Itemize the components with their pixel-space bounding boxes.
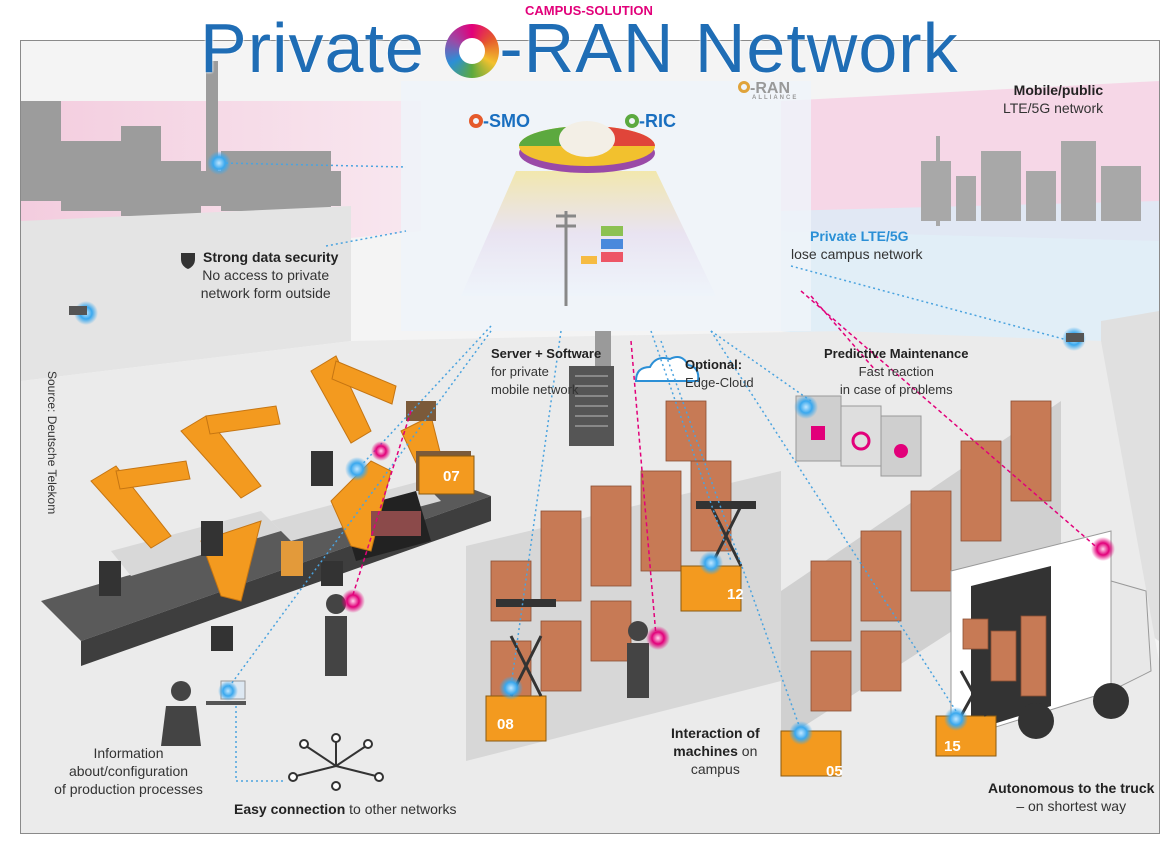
oran-alliance-logo: -RAN ALLIANCE	[738, 80, 798, 101]
mobile-public-label: Mobile/public LTE/5G network	[1003, 82, 1104, 116]
easy-connection-label: Easy connection to other networks	[234, 801, 457, 817]
server-software-label: Server + Software for private mobile net…	[491, 346, 602, 397]
robot-number-labels: 08 12 05 15 07	[443, 468, 961, 780]
source-credit: Source: Deutsche Telekom	[45, 371, 59, 515]
o-smo-label: -SMO	[469, 111, 530, 132]
robot-number-12: 12	[727, 586, 744, 603]
brain-icon	[559, 121, 615, 157]
security-label: Strong data security No access to privat…	[200, 249, 339, 301]
cloud-icon	[634, 356, 700, 382]
scene-illustration: 08 12 05 15 07	[21, 41, 1159, 833]
predictive-maintenance-label: Predictive Maintenance Fast reaction in …	[824, 346, 969, 397]
city-silhouette	[921, 136, 1141, 226]
diagram-frame: 08 12 05 15 07 Mobile/public LTE/5G netw…	[20, 40, 1160, 834]
oran-logo-icon	[469, 114, 483, 128]
oran-logo-icon	[625, 114, 639, 128]
tower-pole	[595, 331, 611, 371]
shield-icon	[181, 253, 195, 269]
left-wall	[21, 206, 351, 381]
production-line	[41, 355, 491, 666]
worker-figures	[161, 594, 649, 746]
edge-cloud-label: Optional: Edge-Cloud	[685, 357, 754, 390]
factory-silhouette	[21, 61, 341, 221]
network-fanout-icon	[288, 733, 384, 791]
coverage-cone	[461, 171, 716, 296]
private-lte-label: Private LTE/5G lose campus network	[791, 228, 923, 262]
pink-links	[350, 290, 1102, 637]
right-blue-band	[781, 201, 1159, 371]
server-rack-icon	[569, 366, 614, 446]
storage-shelves	[466, 400, 1061, 761]
robot-number-15: 15	[944, 738, 961, 755]
interaction-label: Interaction of machines on campus	[671, 725, 760, 777]
server-stack-icon	[581, 226, 623, 264]
robot-number-08: 08	[497, 716, 514, 733]
oran-logo-icon	[445, 24, 500, 78]
information-label: Information about/configuration of produ…	[54, 745, 203, 797]
robot-number-05: 05	[826, 763, 843, 780]
camera-icons	[69, 306, 1084, 342]
o-ric-label: -RIC	[625, 111, 676, 132]
antenna-tower-icon	[556, 211, 576, 306]
truck	[950, 530, 1152, 742]
oran-logo-icon	[738, 81, 750, 93]
truck-label: Autonomous to the truck – on shortest wa…	[988, 780, 1155, 814]
robot-number-07: 07	[443, 468, 460, 485]
campus-solution-label: CAMPUS-SOLUTION	[525, 3, 653, 18]
page-title: Private -RAN Network	[200, 9, 959, 87]
